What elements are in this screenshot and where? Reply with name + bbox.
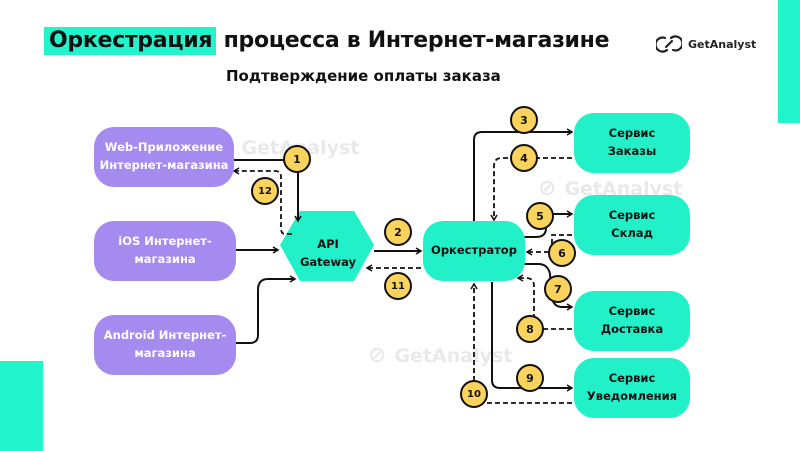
node-label-line2: магазина — [134, 252, 196, 266]
link-logo-icon — [656, 35, 682, 53]
step-badge-2: 2 — [384, 218, 412, 246]
step-badge-7: 7 — [544, 275, 572, 303]
step-badge-11: 11 — [384, 272, 412, 300]
arrow-step-4 — [490, 157, 572, 222]
node-label-line2: Доставка — [600, 322, 664, 336]
brand-logo: GetAnalyst — [656, 34, 756, 54]
orchestrator-node: Оркестратор — [423, 221, 525, 281]
api-gateway-node: API Gateway — [286, 236, 370, 272]
client-android-app: Android Интернет-магазина — [94, 315, 236, 375]
title-rest: процесса в Интернет-магазине — [223, 28, 610, 53]
step-badge-10: 10 — [460, 380, 488, 408]
arrow-step-12 — [232, 167, 292, 235]
node-label-line2: Уведомления — [586, 389, 678, 403]
node-label-line2: Интернет-магазина — [99, 158, 229, 172]
watermark: ⊘GetAnalyst — [368, 343, 513, 368]
step-badge-6: 6 — [548, 239, 576, 267]
watermark-icon: ⊘ — [538, 176, 557, 201]
node-label-line1: iOS Интернет- — [118, 234, 212, 249]
step-badge-3: 3 — [510, 106, 538, 134]
api-gateway-shape — [280, 211, 374, 281]
node-label-line1: Сервис — [608, 304, 656, 319]
step-badge-12: 12 — [251, 177, 279, 205]
node-label-line1: Android Интернет- — [103, 328, 227, 343]
step-badge-5: 5 — [526, 202, 554, 230]
client-ios-app: iOS Интернет-магазина — [94, 221, 236, 281]
node-label: Оркестратор — [431, 243, 517, 258]
step-badge-1: 1 — [283, 145, 311, 173]
arrow-step-8 — [516, 274, 572, 330]
decor-accent-top-right — [778, 0, 800, 123]
node-label-line1: API — [317, 237, 339, 251]
title-highlight: Оркестрация — [44, 27, 217, 55]
arrow-step-3 — [473, 128, 574, 221]
arrow-android — [236, 275, 297, 344]
node-label-line2: Склад — [611, 226, 653, 240]
page-subtitle: Подтверждение оплаты заказа — [226, 67, 501, 85]
node-label-line1: Сервис — [608, 126, 656, 141]
step-badge-4: 4 — [510, 144, 538, 172]
watermark: ⊘GetAnalyst — [538, 176, 683, 201]
arrow-step-9 — [491, 282, 574, 392]
page-title: Оркестрация процесса в Интернет-магазине — [44, 27, 610, 55]
node-label-line1: Web-Приложение — [104, 140, 224, 155]
node-label-line2: Gateway — [299, 254, 357, 269]
decor-accent-bottom-left — [0, 361, 43, 451]
watermark-icon: ⊘ — [368, 343, 387, 368]
step-badge-9: 9 — [516, 364, 544, 392]
node-label-line2: магазина — [134, 346, 196, 360]
brand-name: GetAnalyst — [688, 37, 757, 51]
node-label-line2: Заказы — [607, 144, 657, 158]
node-label-line1: Сервис — [608, 371, 656, 386]
step-badge-8: 8 — [516, 315, 544, 343]
node-label-line1: Сервис — [608, 208, 656, 223]
